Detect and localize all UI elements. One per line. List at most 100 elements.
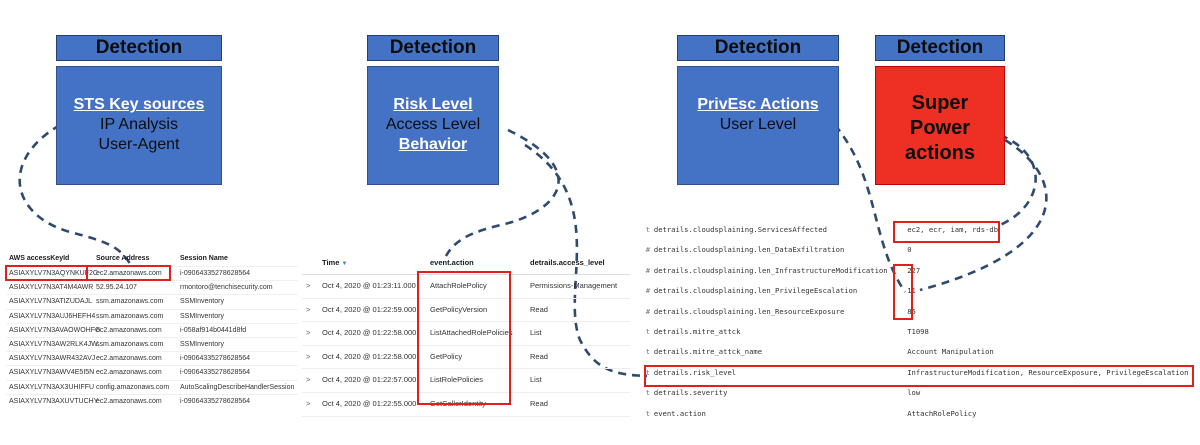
cell: config.amazonaws.com: [96, 383, 170, 391]
cell: List: [530, 328, 542, 338]
field-value: 0: [907, 245, 912, 255]
connector-risk: [444, 128, 560, 257]
cell: i-058af914b0441d8fd: [180, 326, 247, 334]
cell: Oct 4, 2020 @ 01:22:57.000: [322, 375, 417, 385]
sts-keys-table: AWS accessKeyId Source Address Session N…: [6, 252, 298, 408]
text-type-icon: t: [645, 367, 651, 377]
cell: ASIAXYLV7N3AXUVTUCHY: [9, 397, 99, 405]
cell: Read: [530, 304, 548, 314]
field-row[interactable]: #detrails.cloudsplaining.len_ResourceExp…: [642, 302, 1194, 322]
field-value: 85: [907, 306, 916, 316]
col-time[interactable]: Time ▼: [322, 252, 428, 274]
cell: Oct 4, 2020 @ 01:22:58.000: [322, 328, 417, 338]
super-power-card: Super Power actions: [875, 66, 1005, 185]
expand-row-icon[interactable]: >: [306, 375, 311, 385]
highlight-event-action-column: [417, 271, 511, 405]
field-value: 227: [907, 265, 921, 275]
number-type-icon: #: [645, 265, 651, 275]
cell: ec2.amazonaws.com: [96, 355, 162, 363]
cell: SSMInventory: [180, 312, 224, 320]
cell: List: [530, 375, 542, 385]
cell: Oct 4, 2020 @ 01:22:59.000: [322, 304, 417, 314]
cell: ASIAXYLV7N3AUJ6HEFH4: [9, 312, 96, 320]
privesc-card-title: PrivEsc Actions: [697, 96, 819, 113]
cell: ListRolePolicies: [430, 375, 483, 385]
expand-row-icon[interactable]: >: [306, 304, 311, 314]
highlight-len-counts: [893, 264, 913, 320]
cell: ssm.amazonaws.com: [96, 312, 164, 320]
field-name: event.action: [653, 408, 706, 418]
col-access-key-id[interactable]: AWS accessKeyId: [9, 255, 70, 262]
field-value: 11: [907, 286, 916, 296]
cell: ec2.amazonaws.com: [96, 369, 162, 377]
cell: ASIAXYLV7N3AWV4E5I5N: [9, 369, 95, 377]
col-access-level[interactable]: detrails.access_level: [530, 258, 605, 267]
field-row[interactable]: #detrails.cloudsplaining.len_Infrastruct…: [642, 261, 1194, 281]
expand-row-icon[interactable]: >: [306, 328, 311, 338]
col-source-address[interactable]: Source Address: [96, 255, 150, 262]
field-name: detrails.cloudsplaining.len_ResourceExpo…: [653, 306, 845, 316]
number-type-icon: #: [645, 245, 651, 255]
connector-sts: [18, 123, 132, 265]
field-row[interactable]: #detrails.cloudsplaining.len_DataExfiltr…: [642, 240, 1194, 260]
field-name: detrails.cloudsplaining.len_Infrastructu…: [653, 265, 888, 275]
field-row[interactable]: #detrails.cloudsplaining.len_PrivilegeEs…: [642, 281, 1194, 301]
cell: ASIAXYLV7N3ATIZUDAJL: [9, 298, 92, 306]
cell: ASIAXYLV7N3AWR432AVJ: [9, 355, 96, 363]
cell: i-09064335278628564: [180, 270, 251, 277]
field-name: detrails.cloudsplaining.len_PrivilegeEsc…: [653, 286, 858, 296]
cell: i-09064335278628564: [180, 369, 251, 377]
expand-row-icon[interactable]: >: [306, 351, 311, 361]
field-value: AttachRolePolicy: [907, 408, 977, 418]
text-type-icon: t: [645, 326, 651, 336]
sort-down-icon[interactable]: ▼: [341, 261, 348, 267]
expand-row-icon[interactable]: >: [306, 398, 311, 408]
expand-col: [302, 252, 322, 274]
risk-card-line2: Behavior: [398, 136, 468, 153]
field-name: detrails.mitre_attck: [653, 326, 741, 336]
cell: ASIAXYLV7N3AT4M4AWR: [9, 284, 94, 292]
field-name: detrails.cloudsplaining.len_DataExfiltra…: [653, 245, 845, 255]
table-row[interactable]: > Oct 4, 2020 @ 01:22:57.000 ListRolePolic…: [302, 369, 630, 393]
cell: i-09064335278628564: [180, 397, 251, 405]
cell: SSMInventory: [180, 298, 224, 306]
field-name: detrails.cloudsplaining.ServicesAffected: [653, 225, 827, 234]
number-type-icon: #: [645, 306, 651, 316]
super-card-line3: actions: [904, 142, 976, 164]
cell: Read: [530, 398, 548, 408]
risk-card-line1: Access Level: [385, 116, 481, 133]
text-type-icon: t: [645, 225, 651, 234]
detection-header-2: Detection: [367, 35, 499, 61]
col-time-label: Time: [322, 258, 340, 267]
field-value: Account Manipulation: [907, 347, 994, 357]
field-name: detrails.risk_level: [653, 367, 737, 377]
risk-card: Risk Level Access Level Behavior: [367, 66, 499, 185]
cell: AutoScalingDescribeHandlerSession: [180, 383, 295, 391]
field-value: ec2, ecr, iam, rds-db: [907, 225, 999, 234]
expand-row-icon[interactable]: >: [306, 281, 311, 290]
cell: SSMInventory: [180, 340, 224, 348]
col-event-action[interactable]: event.action: [430, 258, 474, 267]
detection-header-4: Detection: [875, 35, 1005, 61]
connector-super: [999, 133, 1037, 227]
col-session-name[interactable]: Session Name: [180, 255, 228, 262]
